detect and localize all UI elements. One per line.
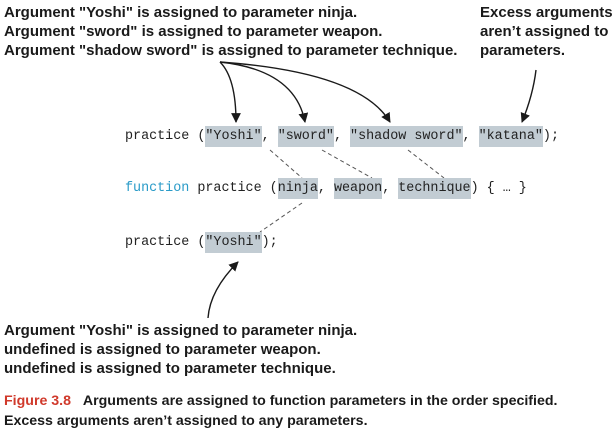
note-line: Argument "Yoshi" is assigned to paramete… [4, 4, 358, 21]
paren-open: ( [189, 129, 206, 144]
fn-name: practice [125, 235, 190, 250]
arrow-to-second-call [207, 261, 239, 319]
note-line: Argument "Yoshi" is assigned to paramete… [4, 322, 358, 339]
note-line: undefined is assigned to parameter techn… [4, 360, 336, 377]
arg-sword: "sword" [277, 126, 334, 147]
fn-body: ) { … } [470, 181, 527, 196]
note-line: Excess arguments [480, 4, 613, 21]
note-excess-args: Excess arguments aren’t assigned to para… [480, 3, 613, 60]
arg-shadow-sword: "shadow sword" [350, 126, 463, 147]
code-function-declaration: function practice (ninja, weapon, techni… [125, 178, 527, 199]
arg-separator: , [261, 129, 278, 144]
caption-label: Figure 3.8 [4, 393, 72, 409]
paren-open: ( [269, 181, 278, 196]
param-separator: , [317, 181, 334, 196]
note-line: Argument "shadow sword" is assigned to p… [4, 42, 458, 59]
connector-ninja-yoshi2 [259, 202, 303, 233]
note-line: Argument "sword" is assigned to paramete… [4, 23, 383, 40]
arrow-to-yoshi [219, 61, 241, 123]
note-first-three-args: Argument "Yoshi" is assigned to paramete… [4, 3, 457, 60]
arrow-to-katana [520, 69, 537, 123]
code-call-one-arg: practice ("Yoshi"); [125, 232, 278, 253]
paren-open: ( [189, 235, 206, 250]
note-line: undefined is assigned to parameter weapo… [4, 341, 321, 358]
connector-yoshi-ninja [269, 149, 303, 179]
note-single-arg: Argument "Yoshi" is assigned to paramete… [4, 321, 357, 378]
arg-yoshi: "Yoshi" [205, 126, 262, 147]
fn-name: practice [189, 181, 270, 196]
arg-separator: , [462, 129, 479, 144]
param-technique: technique [398, 178, 471, 199]
arrow-to-shadow-sword [219, 61, 391, 123]
param-ninja: ninja [277, 178, 318, 199]
figure-caption: Figure 3.8 Arguments are assigned to fun… [4, 391, 610, 431]
paren-close: ); [542, 129, 559, 144]
function-keyword: function [125, 181, 190, 196]
arg-katana: "katana" [478, 126, 543, 147]
fn-name: practice [125, 129, 190, 144]
arrow-to-sword [219, 61, 309, 123]
arg-yoshi-single: "Yoshi" [205, 232, 262, 253]
note-line: aren’t assigned to [480, 23, 609, 40]
connector-shadow-technique [407, 149, 445, 179]
note-line: parameters. [480, 42, 566, 59]
connector-sword-weapon [321, 149, 373, 179]
arg-separator: , [333, 129, 351, 144]
code-call-four-args: practice ("Yoshi", "sword", "shadow swor… [125, 126, 559, 147]
paren-close: ); [261, 235, 278, 250]
caption-text: Arguments are assigned to function param… [4, 393, 558, 429]
param-separator: , [382, 181, 399, 196]
param-weapon: weapon [333, 178, 383, 199]
